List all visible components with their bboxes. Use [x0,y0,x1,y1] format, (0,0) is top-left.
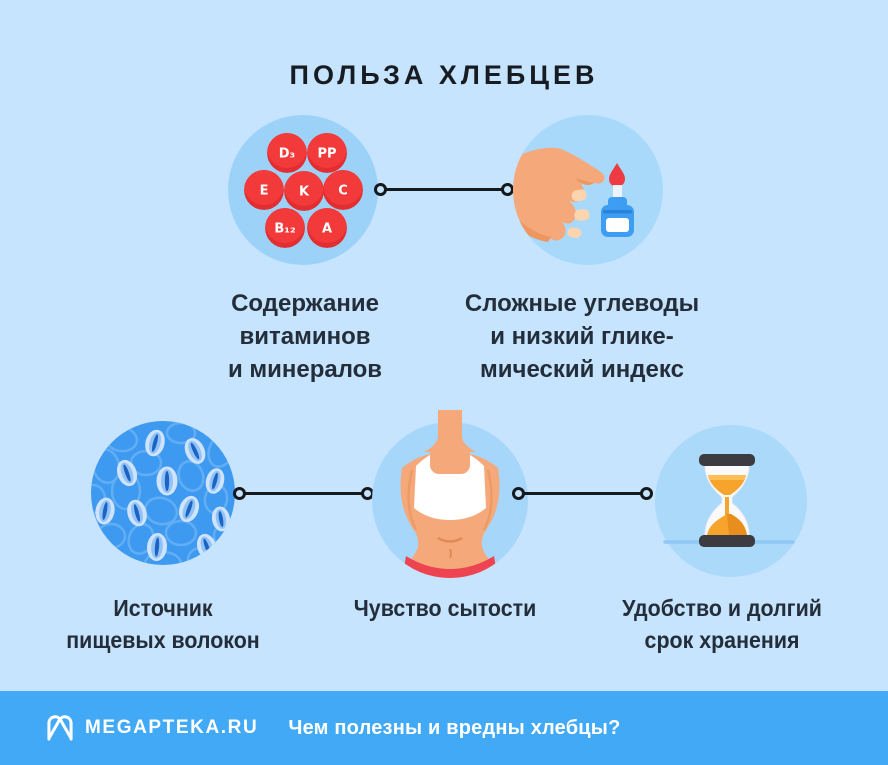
svg-text:B₁₂: B₁₂ [274,222,295,237]
benefit-label-fiber: Источник пищевых волокон [66,595,260,653]
plant-fiber-cells-icon [91,421,235,565]
vitamin-badge-pp: PP [307,133,347,173]
benefit-label-glycemic: Сложные углеводы и низкий глике- мически… [464,290,700,383]
hourglass [699,454,755,547]
svg-text:D₃: D₃ [279,147,296,162]
benefit-label-storage: Удобство и долгий срок хранения [622,595,822,653]
svg-text:E: E [260,184,269,199]
vitamin-badge-e: E [244,170,284,210]
vitamin-badge-a: A [307,208,347,248]
connector-node [640,487,653,500]
vitamin-badge-d3: D₃ [267,133,307,173]
vitamin-badges-icon: D₃ PP E K C B₁₂ [228,115,378,265]
connector-node [374,183,387,196]
benefit-label-satiety: Чувство сытости [353,595,537,621]
svg-text:K: K [299,185,310,200]
megapteka-m-logo [47,715,73,741]
footer-bar: MEGAPTEKA.RU Чем полезны и вредны хлебцы… [0,691,888,765]
benefit-label-vitamins: Содержание витаминов и минералов [227,290,383,383]
brand-name: MEGAPTEKA.RU [85,717,259,738]
vitamin-badge-b12: B₁₂ [265,208,305,248]
navel-line [437,536,463,543]
connector-line [241,492,368,495]
hourglass-icon [655,425,807,577]
svg-text:C: C [338,184,348,199]
connector-line [519,492,647,495]
neck [424,410,476,452]
vitamin-badge-k: K [284,171,324,211]
connector-node [512,487,525,500]
page-title: ПОЛЬЗА ХЛЕБЦЕВ [289,60,599,91]
vitamin-badge-c: C [323,170,363,210]
red-garment [402,556,498,578]
glucometer-hand-icon [513,115,663,265]
svg-text:A: A [322,222,332,237]
slim-torso-icon [372,408,528,580]
connector-node [233,487,246,500]
footer-question: Чем полезны и вредны хлебцы? [288,716,621,739]
blood-drop [609,163,625,187]
connector-line [381,188,508,191]
connector-node [501,183,514,196]
svg-text:PP: PP [317,147,336,162]
glucometer-device [601,185,634,237]
